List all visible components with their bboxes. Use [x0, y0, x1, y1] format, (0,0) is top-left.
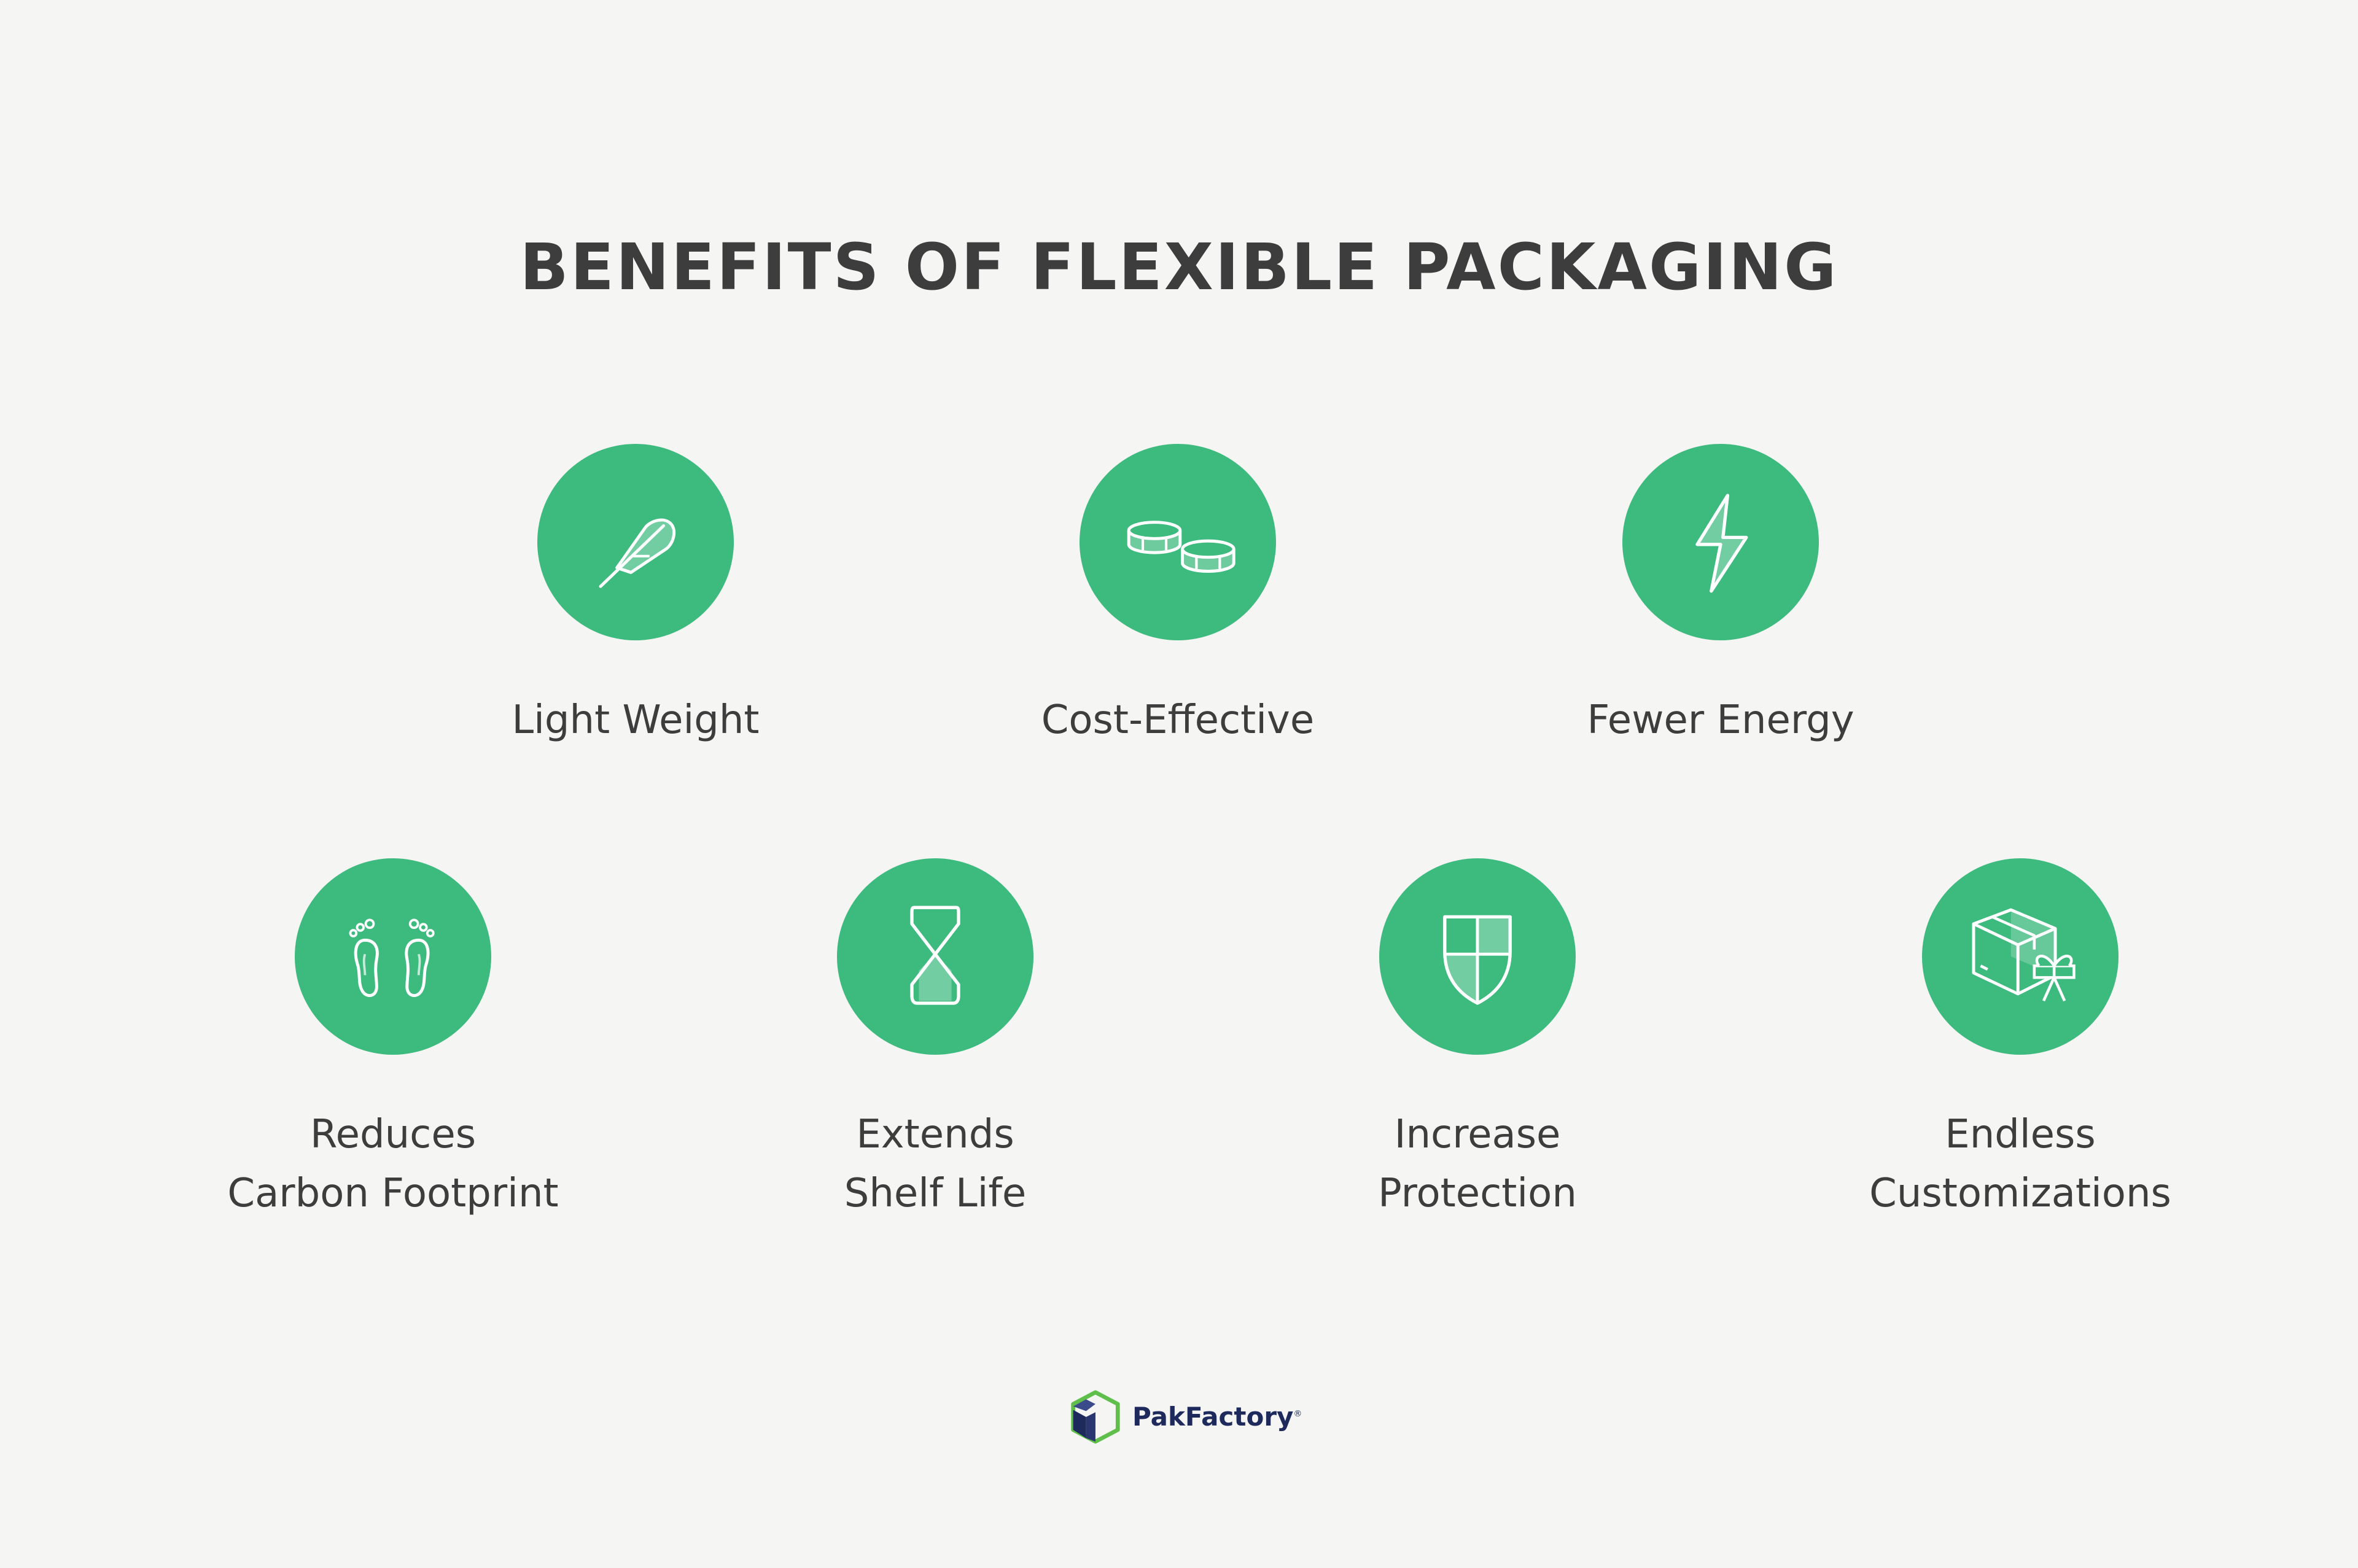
page-title: BENEFITS OF FLEXIBLE PACKAGING: [519, 230, 1839, 305]
coins-icon: [1127, 521, 1235, 573]
benefit-label: Fewer Energy: [1587, 697, 1854, 743]
benefit-circle: [1922, 858, 2119, 1055]
benefit-fewer-energy: Fewer Energy: [1475, 444, 1966, 750]
benefit-reduces-carbon-footprint: Reduces Carbon Footprint: [147, 858, 639, 1223]
benefit-light-weight: Light Weight: [390, 444, 881, 750]
lightning-icon: [1695, 494, 1748, 593]
brand-logo: PakFactory®: [1068, 1389, 1302, 1444]
benefit-increase-protection: Increase Protection: [1232, 858, 1723, 1223]
brand-name: PakFactory®: [1132, 1401, 1302, 1432]
hourglass-icon: [910, 906, 960, 1005]
benefit-label: Extends Shelf Life: [844, 1112, 1027, 1216]
benefit-label: Reduces Carbon Footprint: [227, 1112, 559, 1216]
benefit-circle: [1622, 444, 1819, 640]
benefit-label: Increase Protection: [1378, 1112, 1577, 1216]
benefit-label: Light Weight: [512, 697, 760, 743]
benefit-circle: [537, 444, 734, 640]
gift-box-icon: [1972, 908, 2076, 1002]
benefit-label: Cost-Effective: [1041, 697, 1315, 743]
benefit-label: Endless Customizations: [1869, 1112, 2171, 1216]
pakfactory-cube-logo-icon: [1071, 1390, 1120, 1444]
benefit-endless-customizations: Endless Customizations: [1775, 858, 2266, 1223]
footprints-icon: [349, 918, 435, 998]
benefit-circle: [837, 858, 1033, 1055]
feather-icon: [599, 518, 676, 588]
benefit-extends-shelf-life: Extends Shelf Life: [690, 858, 1181, 1223]
benefit-circle: [1379, 858, 1576, 1055]
benefit-cost-effective: Cost-Effective: [932, 444, 1423, 750]
benefit-circle: [295, 858, 491, 1055]
shield-icon: [1443, 915, 1512, 1005]
benefit-circle: [1080, 444, 1276, 640]
